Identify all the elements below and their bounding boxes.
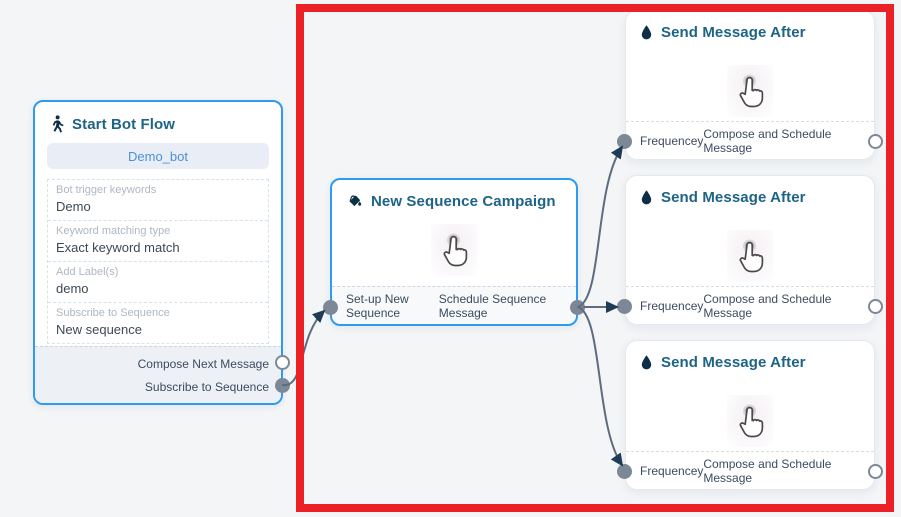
start-bot-flow-node[interactable]: Start Bot Flow Demo_bot Bot trigger keyw… [33,100,290,405]
port-frequencey: Frequencey [640,298,704,313]
send-message-after-node-2[interactable]: Send Message After Frequencey Compose an… [617,175,883,325]
handle-compose-next-message[interactable] [275,355,290,370]
handle-frequencey[interactable] [617,299,632,314]
tap-gesture-icon[interactable] [431,224,477,276]
handle-subscribe-to-sequence[interactable] [275,378,290,393]
field-bot-trigger-keywords[interactable]: Bot trigger keywords Demo [48,180,268,220]
send-node-title: Send Message After [661,24,806,41]
handle-compose-and-schedule-message[interactable] [868,134,883,149]
field-label: Bot trigger keywords [56,184,157,196]
bot-name-button[interactable]: Demo_bot [47,143,269,169]
start-node-footer: Compose Next Message Subscribe to Sequen… [35,346,281,403]
field-value: Exact keyword match [56,240,180,255]
handle-frequencey[interactable] [617,464,632,479]
handle-set-up-new-sequence[interactable] [323,300,338,315]
port-schedule-sequence-message: Schedule Sequence Message [438,291,547,320]
edge-subscribe-to-set-up-sequence[interactable] [282,309,326,387]
send-node-header: Send Message After [626,341,874,377]
send-node-ports: Frequencey Compose and Schedule Message [626,121,874,159]
send-node-ports: Frequencey Compose and Schedule Message [626,286,874,324]
send-message-after-node-1[interactable]: Send Message After Frequencey Compose an… [617,10,883,160]
handle-schedule-sequence-message[interactable] [570,300,585,315]
start-node-title: Start Bot Flow [72,115,176,133]
field-keyword-matching-type[interactable]: Keyword matching type Exact keyword matc… [48,220,268,261]
sequence-node-header: New Sequence Campaign [332,180,576,216]
walking-person-icon [52,115,64,133]
water-drop-icon [641,190,652,205]
handle-compose-and-schedule-message[interactable] [868,464,883,479]
port-set-up-new-sequence: Set-up New Sequence [346,291,409,320]
handle-compose-and-schedule-message[interactable] [868,299,883,314]
edge-schedule-to-send-1[interactable] [577,145,624,308]
port-compose-and-schedule-message: Compose and Schedule Message [703,126,832,155]
port-frequencey: Frequencey [640,133,704,148]
water-drop-icon [641,355,652,370]
field-value: demo [56,281,89,296]
sequence-node-ports: Set-up New Sequence Schedule Sequence Me… [332,286,576,324]
edge-schedule-to-send-3[interactable] [577,306,624,467]
output-compose-next-message: Compose Next Message [137,357,269,371]
send-node-header: Send Message After [626,176,874,212]
handle-frequencey[interactable] [617,134,632,149]
field-subscribe-to-sequence[interactable]: Subscribe to Sequence New sequence [48,302,268,343]
field-label: Keyword matching type [56,225,171,237]
sequence-node-title: New Sequence Campaign [371,193,556,210]
output-subscribe-to-sequence: Subscribe to Sequence [144,380,269,394]
water-drop-icon [641,25,652,40]
field-label: Add Label(s) [56,266,119,278]
send-node-title: Send Message After [661,354,806,371]
tap-gesture-icon[interactable] [727,230,773,282]
tap-gesture-icon[interactable] [727,65,773,117]
send-node-header: Send Message After [626,11,874,47]
start-node-header: Start Bot Flow [35,102,281,139]
port-compose-and-schedule-message: Compose and Schedule Message [703,456,832,485]
field-add-labels[interactable]: Add Label(s) demo [48,261,268,302]
tap-gesture-icon[interactable] [727,395,773,447]
send-message-after-node-3[interactable]: Send Message After Frequencey Compose an… [617,340,883,490]
field-label: Subscribe to Sequence [56,307,170,319]
field-value: Demo [56,199,91,214]
new-sequence-campaign-node[interactable]: New Sequence Campaign Set-up New Sequenc… [323,178,585,326]
send-node-ports: Frequencey Compose and Schedule Message [626,451,874,489]
ink-bucket-icon [349,195,362,207]
port-frequencey: Frequencey [640,463,704,478]
port-compose-and-schedule-message: Compose and Schedule Message [703,291,832,320]
field-value: New sequence [56,322,142,337]
start-node-fields: Bot trigger keywords Demo Keyword matchi… [47,179,269,344]
send-node-title: Send Message After [661,189,806,206]
